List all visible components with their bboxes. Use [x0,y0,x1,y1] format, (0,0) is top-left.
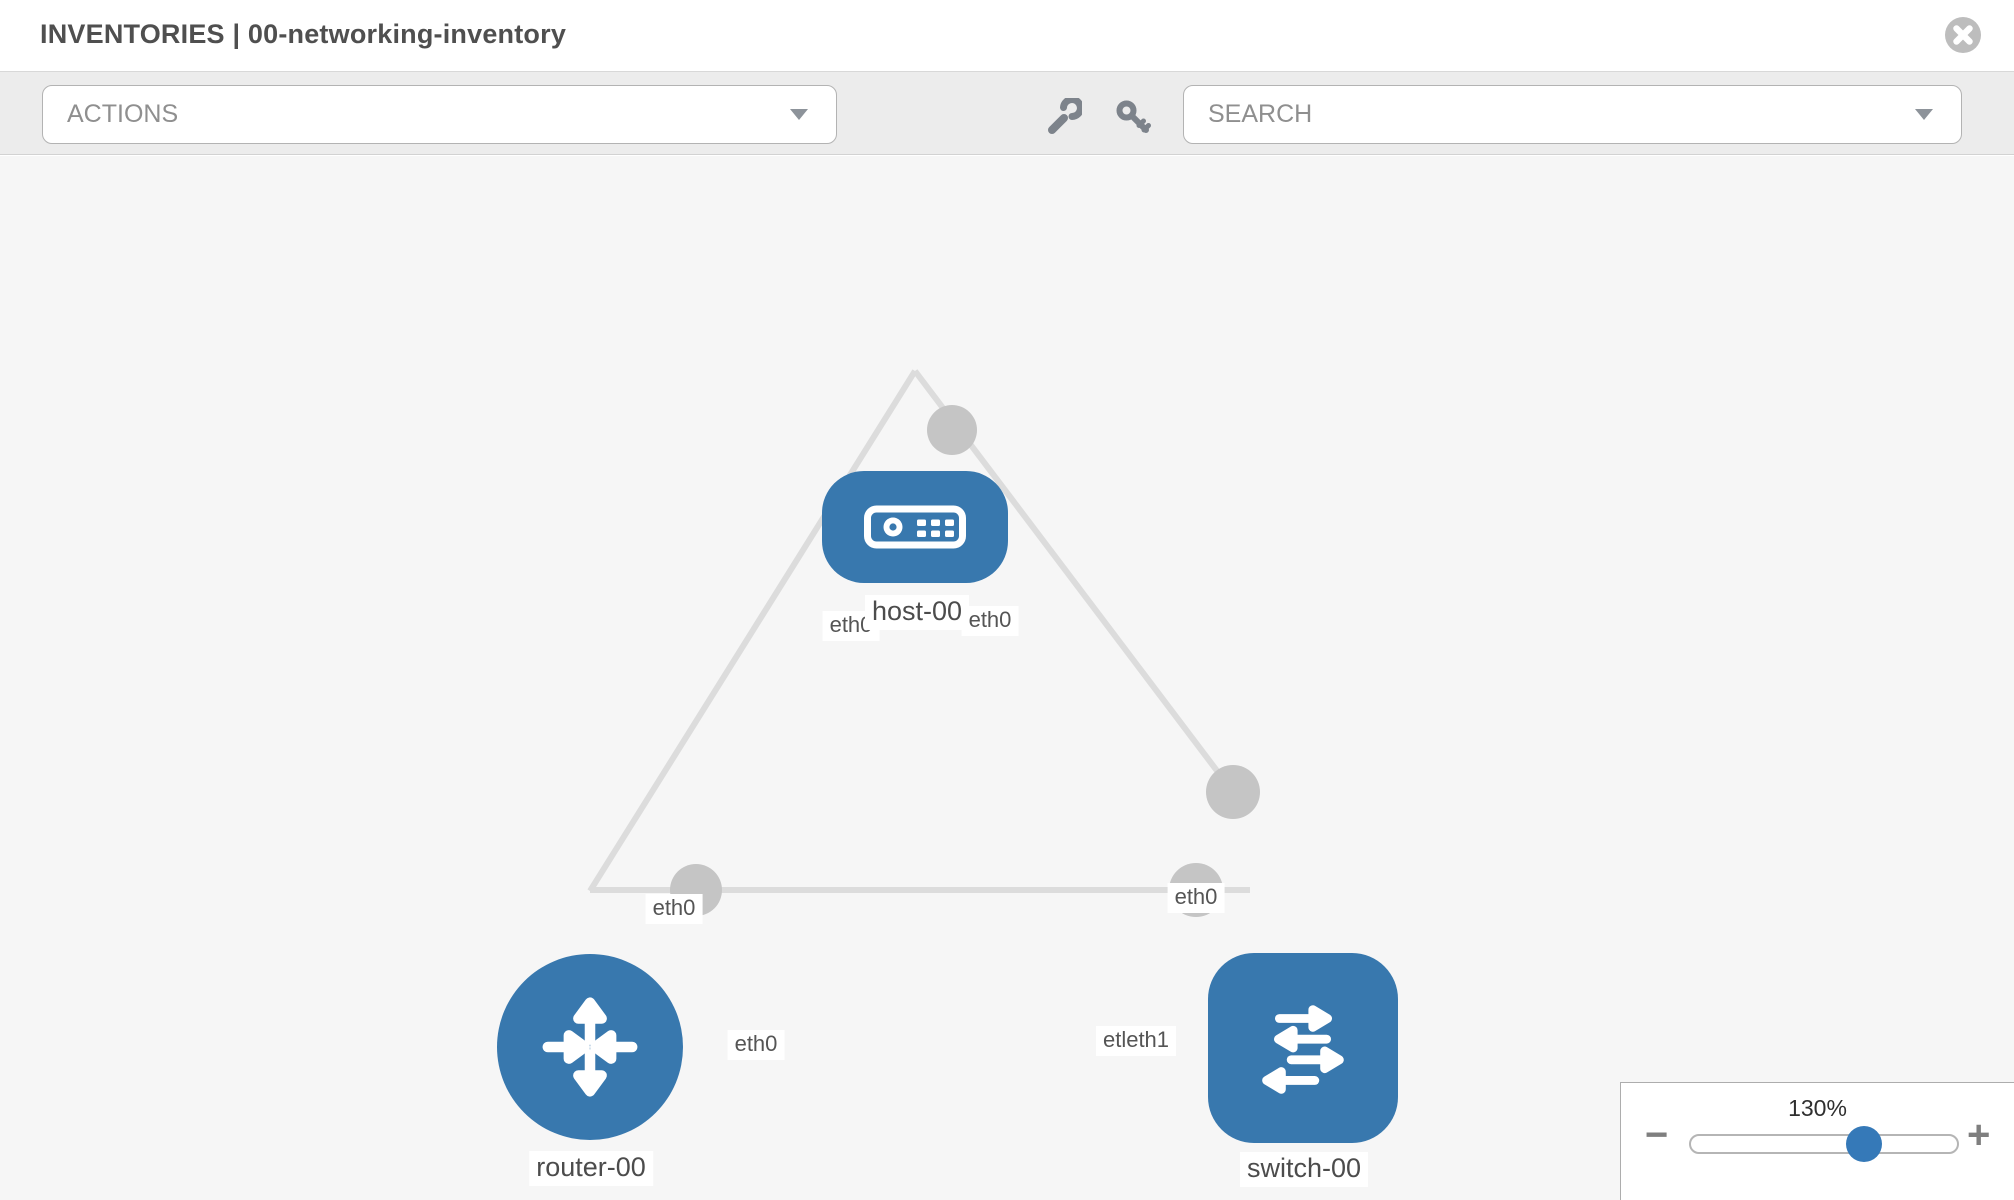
toolbar: ACTIONS SEARCH [0,71,2014,155]
node-router-00[interactable] [497,954,683,1140]
header: INVENTORIES | 00-networking-inventory [0,0,2014,71]
close-icon [1945,17,1981,53]
node-label-router-00: router-00 [529,1151,653,1186]
switch-icon [1262,1005,1344,1094]
interface-label: etleth1 [1095,1026,1177,1056]
zoom-slider-thumb[interactable] [1846,1126,1882,1162]
node-label-host-00: host-00 [864,595,970,630]
actions-dropdown[interactable]: ACTIONS [42,85,837,144]
interface-label: eth0 [645,894,703,924]
wrench-icon[interactable] [1044,98,1082,136]
search-dropdown[interactable]: SEARCH [1183,85,1962,144]
zoom-slider-track[interactable] [1689,1134,1959,1154]
port-switch-eth-top [1206,765,1260,819]
close-button[interactable] [1944,16,1982,54]
host-icon [864,505,966,549]
search-dropdown-label: SEARCH [1208,100,1313,128]
node-switch-00[interactable] [1208,953,1398,1143]
page-title: INVENTORIES | 00-networking-inventory [40,19,567,49]
zoom-in-button[interactable]: + [1967,1113,1991,1157]
zoom-level-value: 130% [1788,1095,1847,1121]
zoom-out-button[interactable]: − [1645,1113,1669,1157]
actions-dropdown-label: ACTIONS [67,100,179,128]
interface-label: eth0 [727,1030,785,1060]
caret-down-icon [1915,109,1933,120]
router-icon [542,997,638,1097]
node-host-00[interactable] [822,471,1008,583]
port-host-eth [927,405,977,455]
zoom-panel: 130% − + [1620,1082,2014,1200]
caret-down-icon [790,109,808,120]
interface-label: eth0 [1167,883,1225,913]
key-icon[interactable] [1114,98,1152,136]
topology-canvas[interactable]: eth0 eth0 eth0 eth0 eth0 etleth1 host-00… [0,156,2014,1200]
node-label-switch-00: switch-00 [1239,1152,1369,1187]
interface-label: eth0 [961,606,1019,636]
